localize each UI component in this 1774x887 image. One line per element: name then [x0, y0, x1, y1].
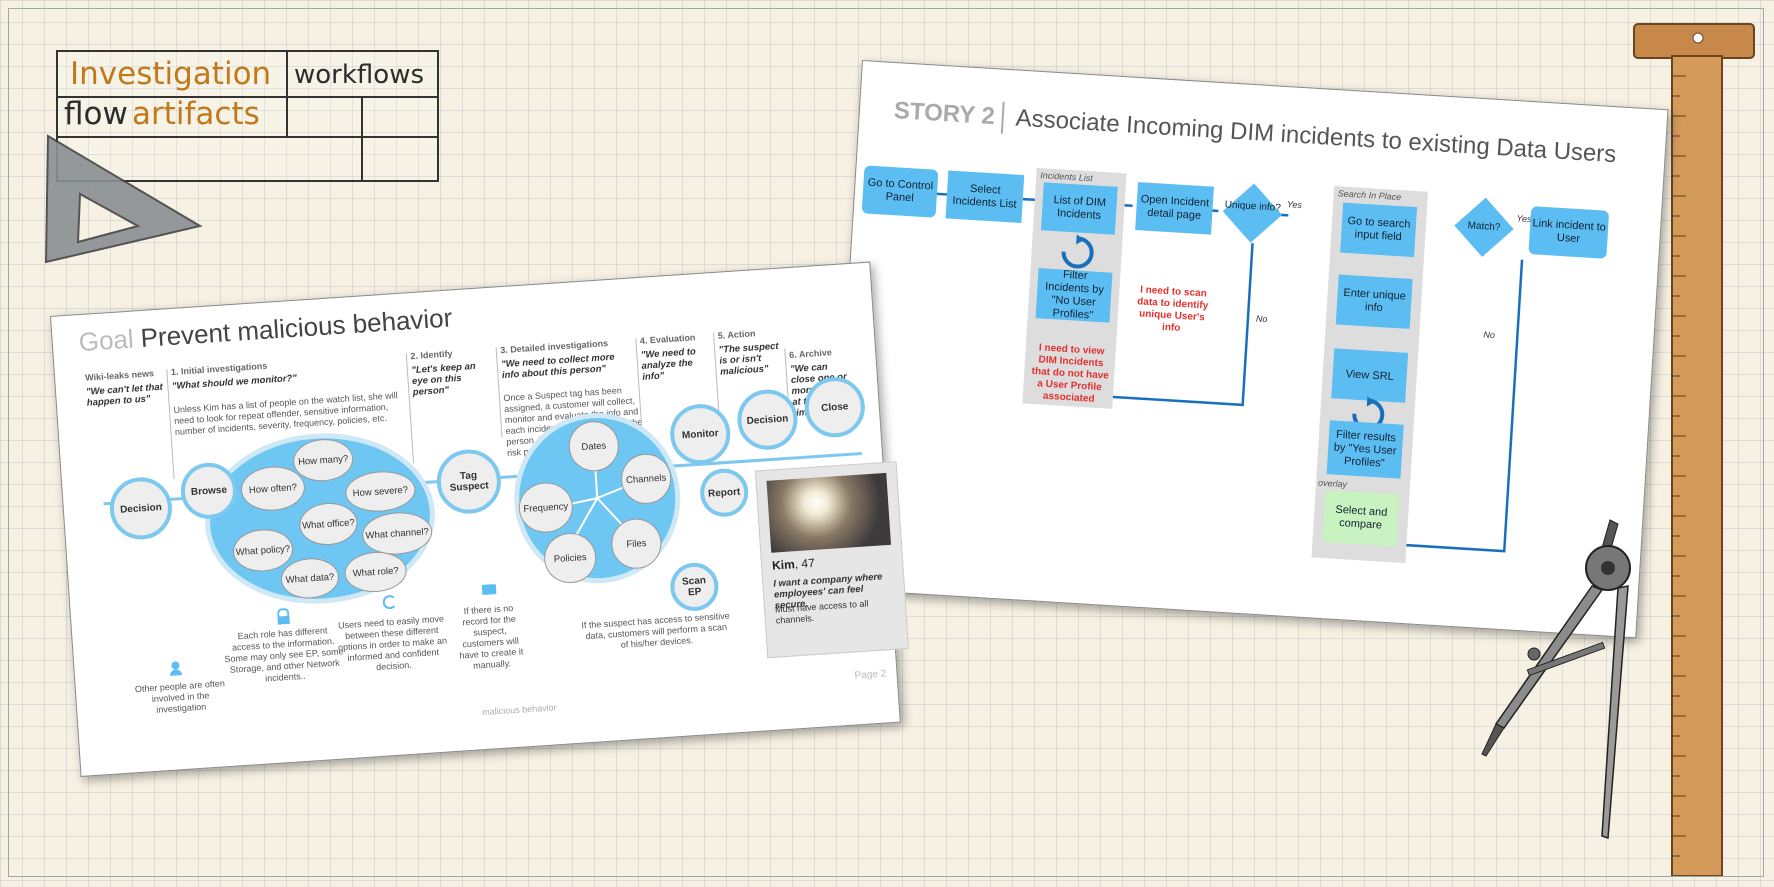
story-slide: STORY 2 Associate Incoming DIM incidents… — [829, 60, 1669, 639]
note-role-access: Each role has different access to the in… — [224, 625, 344, 684]
filter-no-user-profiles-node: Filter Incidents by "No User Profiles" — [1035, 268, 1113, 323]
page-number: Page 2 — [854, 668, 887, 682]
lock-icon — [276, 607, 290, 625]
filter-yes-user-profiles-node: Filter results by "Yes User Profiles" — [1326, 420, 1404, 479]
go-to-search-node: Go to search input field — [1340, 202, 1418, 258]
view-srl-node: View SRL — [1331, 348, 1409, 403]
enter-unique-info-node: Enter unique info — [1335, 274, 1413, 329]
no-label-2: No — [1483, 329, 1496, 341]
compass-icon — [1481, 519, 1631, 840]
note-scan-data: I need to scan data to identify unique U… — [1136, 284, 1209, 334]
no-label-1: No — [1255, 313, 1268, 325]
note-view-dim-incidents: I need to view DIM Incidents that do not… — [1031, 342, 1110, 405]
title-block: Investigation workflows flow artifacts — [56, 50, 439, 182]
folder-icon — [481, 584, 497, 595]
list-dim-incidents-node: List of DIM Incidents — [1040, 182, 1118, 235]
user-icon — [169, 661, 183, 676]
select-and-compare-node: Select and compare — [1322, 490, 1400, 547]
note-other-people: Other people are often involved in the i… — [134, 678, 226, 715]
persona-name-line: Kim, 47 — [772, 556, 816, 573]
title-investigation: Investigation — [70, 56, 272, 92]
select-incidents-list-node: Select Incidents List — [945, 170, 1025, 224]
title-artifacts: artifacts — [132, 96, 260, 132]
open-incident-detail-node: Open Incident detail page — [1135, 182, 1214, 235]
goal-slide: Goal Prevent malicious behavior Wiki-lea… — [50, 261, 909, 777]
match-diamond: Match? — [1452, 196, 1516, 260]
persona-name: Kim — [771, 557, 796, 573]
unique-info-diamond: Unique info? — [1221, 181, 1285, 245]
note-move-between: Users need to easily move between these … — [337, 613, 448, 673]
overlay-label: overlay — [1317, 477, 1348, 490]
link-incident-node: Link incident to User — [1528, 206, 1610, 259]
page-border — [8, 8, 1764, 877]
persona-photo — [766, 472, 892, 553]
note-no-record: If there is no record for the suspect, c… — [459, 602, 524, 671]
yes-label-1: Yes — [1286, 199, 1303, 211]
persona-card: Kim, 47 I want a company where employees… — [754, 461, 909, 659]
ruler-icon — [1633, 23, 1755, 876]
set-square-icon — [44, 134, 203, 264]
title-flow: flow — [64, 96, 128, 132]
title-workflows: workflows — [294, 60, 425, 90]
go-control-panel-node: Go to Control Panel — [861, 165, 939, 218]
persona-age: , 47 — [794, 555, 816, 572]
refresh-icon — [1061, 234, 1094, 269]
